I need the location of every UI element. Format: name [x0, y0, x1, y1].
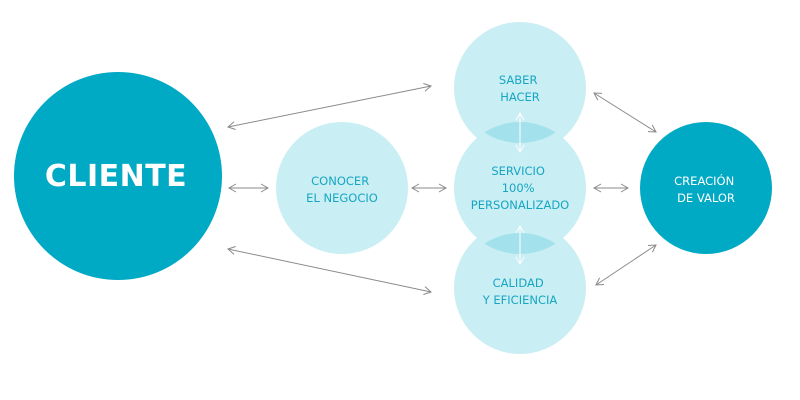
label-conocer-line: EL NEGOCIO [306, 191, 378, 205]
label-creacion-line: DE VALOR [677, 191, 735, 205]
node-cliente-circle [14, 72, 222, 280]
label-creacion: CREACIÓN DE VALOR [674, 173, 738, 205]
label-creacion-line: CREACIÓN [674, 173, 734, 188]
label-servicio-line: SERVICIO [491, 164, 545, 178]
label-servicio: SERVICIO 100% PERSONALIZADO [471, 164, 569, 212]
label-calidad-line: CALIDAD [493, 276, 544, 290]
label-calidad: CALIDAD Y EFICIENCIA [482, 276, 558, 307]
arrow-cliente-calidad [227, 246, 432, 295]
arrow-calidad-creacion [595, 244, 657, 286]
label-saber-line: HACER [500, 90, 540, 104]
label-conocer-line: CONOCER [311, 174, 369, 188]
label-cliente-line: CLIENTE [45, 159, 187, 194]
label-servicio-line: 100% [502, 181, 535, 195]
node-conocer-circle [276, 122, 408, 254]
arrow-saber-creacion [593, 92, 657, 133]
arrow-cliente-saber [227, 82, 432, 131]
label-conocer: CONOCER EL NEGOCIO [306, 174, 378, 205]
label-saber-line: SABER [499, 73, 538, 87]
label-calidad-line: Y EFICIENCIA [482, 293, 558, 307]
label-saber: SABER HACER [499, 73, 541, 104]
node-saber-circle [454, 22, 586, 154]
node-calidad-circle [454, 222, 586, 354]
node-servicio-circle [454, 122, 586, 254]
label-cliente: CLIENTE [45, 159, 187, 194]
node-creacion-circle [640, 122, 772, 254]
label-servicio-line: PERSONALIZADO [471, 198, 569, 212]
